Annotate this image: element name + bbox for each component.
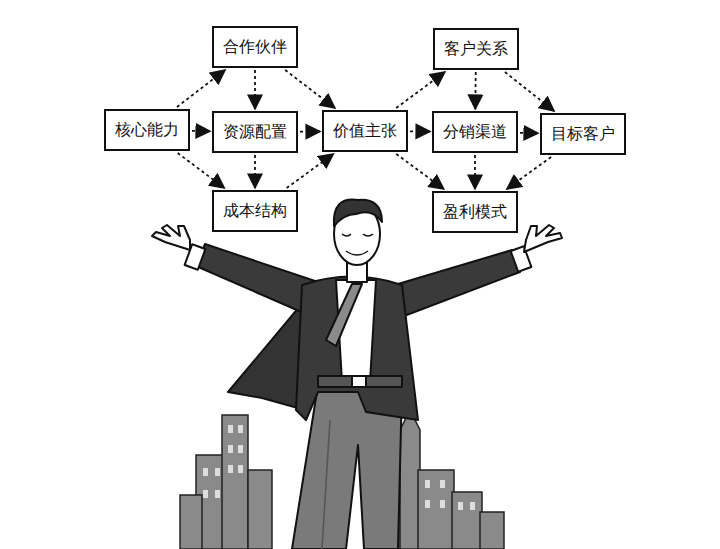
dotted-arrow [254, 155, 256, 188]
dotted-arrow [396, 72, 445, 108]
businessman [152, 200, 562, 549]
process-box: 核心能力 [104, 109, 190, 151]
dotted-arrow [410, 131, 430, 133]
dotted-arrow [474, 72, 476, 109]
process-box: 分销渠道 [432, 111, 518, 153]
process-box: 资源配置 [212, 111, 298, 153]
box-label: 核心能力 [115, 120, 179, 139]
process-box: 成本结构 [212, 190, 298, 232]
dotted-arrow [285, 70, 335, 108]
box-label: 分销渠道 [443, 122, 507, 141]
dotted-arrow [192, 130, 210, 132]
box-label: 客户关系 [444, 39, 508, 58]
dotted-arrow [507, 157, 551, 189]
box-label: 盈利模式 [443, 202, 507, 221]
process-box: 合作伙伴 [212, 26, 298, 68]
dotted-arrow [287, 154, 334, 188]
dotted-arrow [254, 70, 256, 109]
process-box: 价值主张 [322, 110, 408, 152]
box-label: 目标客户 [551, 124, 615, 143]
dotted-arrow [505, 72, 554, 111]
dotted-arrow [300, 131, 320, 133]
box-label: 合作伙伴 [223, 37, 287, 56]
process-box: 客户关系 [433, 28, 519, 70]
process-box: 目标客户 [540, 113, 626, 155]
box-label: 资源配置 [223, 122, 287, 141]
dotted-arrow [396, 154, 444, 189]
box-label: 价值主张 [333, 121, 397, 140]
process-box: 盈利模式 [432, 191, 518, 233]
box-label: 成本结构 [223, 201, 287, 220]
dotted-arrow [474, 155, 476, 189]
dotted-arrow [177, 70, 225, 107]
dotted-arrow [520, 132, 538, 134]
dotted-arrow [178, 153, 225, 188]
